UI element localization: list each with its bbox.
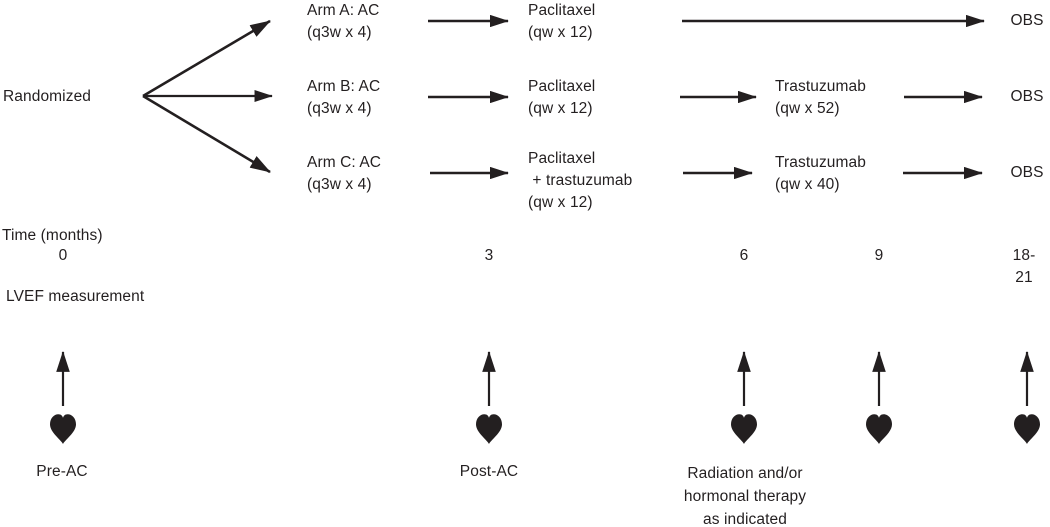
- randomized-label: Randomized: [3, 88, 92, 105]
- arm-a-step-paclitaxel: Paclitaxel (qw x 12): [528, 2, 596, 41]
- lvef-section-label: LVEF measurement: [6, 288, 145, 305]
- arm-c-step-paclitaxel-trastuzumab: Paclitaxel + trastuzumab (qw x 12): [528, 150, 633, 211]
- timeline-tick-0: 0: [58, 247, 68, 264]
- arm-c-obs-label: OBS: [1010, 164, 1044, 181]
- arm-b-label: Arm B: AC (q3w x 4): [307, 78, 381, 117]
- arm-c-label: Arm C: AC (q3w x 4): [307, 154, 382, 193]
- heart-icon: [476, 414, 502, 444]
- arm-a-label: Arm A: AC (q3w x 4): [307, 2, 380, 41]
- lvef-point-label-pre-ac: Pre-AC: [36, 463, 88, 480]
- lvef-point-label-post-ac: Post-AC: [459, 463, 519, 480]
- fan-arrow-to-arm-a: [142, 19, 271, 98]
- arm-b-step-paclitaxel: Paclitaxel (qw x 12): [528, 78, 596, 117]
- timeline-tick-3: 3: [484, 247, 494, 264]
- arm-c-step-trastuzumab: Trastuzumab (qw x 40): [775, 154, 866, 193]
- arm-b-obs-label: OBS: [1010, 88, 1044, 105]
- timeline-tick-9: 9: [874, 247, 884, 264]
- heart-icon: [866, 414, 892, 444]
- arm-b-step-trastuzumab: Trastuzumab (qw x 52): [775, 78, 866, 117]
- heart-icon: [50, 414, 76, 444]
- fan-arrow-to-arm-c: [142, 94, 271, 174]
- timeline-tick-18-21: 18-21: [1012, 247, 1036, 286]
- heart-icon: [731, 414, 757, 444]
- timeline-tick-6: 6: [739, 247, 749, 264]
- timeline-label: Time (months): [2, 227, 103, 244]
- heart-icon: [1014, 414, 1040, 444]
- lvef-point-label-radiation-hormonal: Radiation and/or hormonal therapy as ind…: [683, 465, 807, 527]
- arm-a-obs-label: OBS: [1010, 12, 1044, 29]
